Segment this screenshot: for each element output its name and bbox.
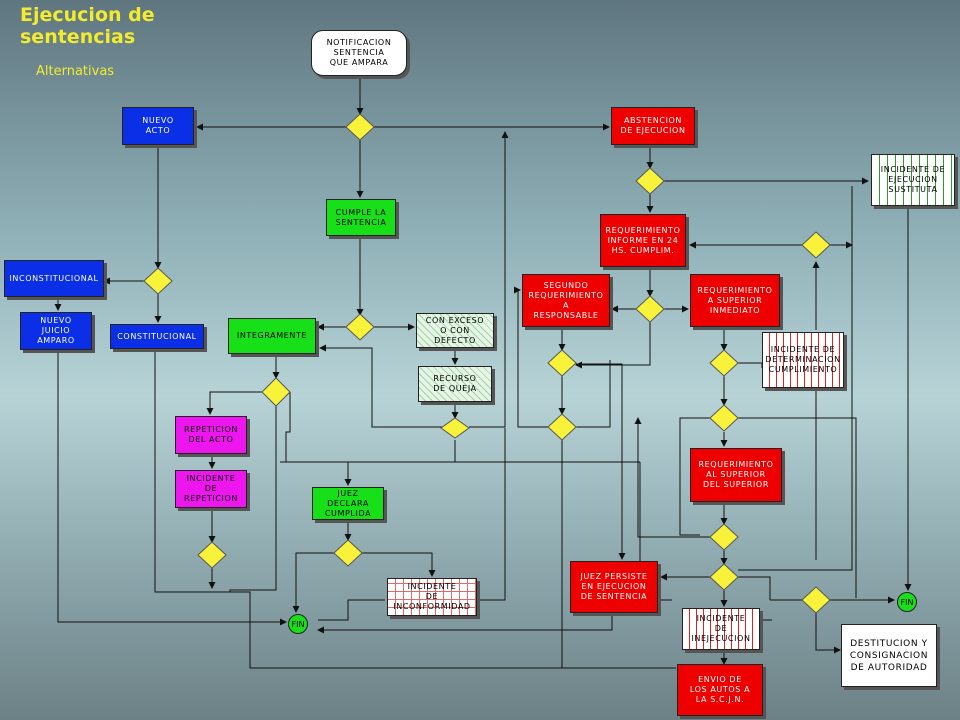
decision-diamond	[547, 349, 577, 377]
decision-diamond	[709, 349, 739, 377]
node-notificacion: NOTIFICACION SENTENCIA QUE AMPARA	[311, 30, 407, 76]
node-segundo-req: SEGUNDO REQUERIMIENTO A RESPONSABLE	[522, 274, 610, 327]
decision-diamond	[709, 523, 739, 551]
node-fin-right: FIN	[897, 592, 917, 612]
decision-diamond	[635, 167, 665, 195]
decision-diamond	[333, 539, 363, 567]
node-incidente-sustituta: INCIDENTE DE EJECUCION SUSTITUTA	[871, 154, 955, 206]
node-juez-persiste: JUEZ PERSISTE EN EJECUCION DE SENTENCIA	[570, 561, 658, 613]
node-req-superior-superior: REQUERIMIENTO AL SUPERIOR DEL SUPERIOR	[690, 448, 782, 502]
decision-diamond	[345, 313, 375, 341]
page-subtitle: Alternativas	[36, 64, 115, 79]
node-envio-autos: ENVIO DE LOS AUTOS A LA S.C.J.N.	[677, 664, 763, 716]
node-juez-declara: JUEZ DECLARA CUMPLIDA	[312, 487, 384, 520]
decision-diamond	[635, 295, 665, 323]
node-req-superior-inmediato: REQUERIMIENTO A SUPERIOR INMEDIATO	[690, 274, 780, 327]
decision-diamond	[547, 413, 577, 441]
node-repeticion-acto: REPETICION DEL ACTO	[175, 416, 247, 454]
page-title: Ejecucion de sentencias	[20, 4, 155, 48]
node-fin-left: FIN	[288, 614, 308, 634]
connector-lines	[54, 78, 912, 669]
decision-diamond	[709, 563, 739, 591]
node-integramente: INTEGRAMENTE	[228, 318, 316, 354]
node-constitucional: CONSTITUCIONAL	[110, 324, 204, 349]
decision-diamond	[143, 267, 173, 295]
decision-diamond	[197, 541, 227, 569]
decision-diamond	[440, 417, 470, 439]
decision-diamonds	[143, 113, 831, 614]
node-cumple: CUMPLE LA SENTENCIA	[326, 199, 396, 236]
decision-diamond	[801, 586, 831, 614]
node-nuevo-acto: NUEVO ACTO	[122, 107, 194, 145]
decision-diamond	[345, 113, 375, 141]
node-nuevo-juicio: NUEVO JUICIO AMPARO	[20, 312, 92, 350]
decision-diamond	[801, 231, 831, 259]
node-con-exceso: CON EXCESO O CON DEFECTO	[416, 313, 494, 348]
node-incidente-inconformidad: INCIDENTE DE INCONFORMIDAD	[387, 578, 477, 616]
node-incidente-inejecucion: INCIDENTE DE INEJECUCION	[682, 608, 760, 650]
node-destitucion: DESTITUCION Y CONSIGNACION DE AUTORIDAD	[841, 624, 937, 687]
decision-diamond	[709, 404, 739, 432]
decision-diamond	[261, 377, 291, 407]
node-incidente-repeticion: INCIDENTE DE REPETICION	[175, 470, 247, 508]
node-recurso-queja: RECURSO DE QUEJA	[418, 366, 492, 402]
node-requerimiento-informe: REQUERIMIENTO INFORME EN 24 HS. CUMPLIM.	[600, 214, 686, 267]
node-inconstitucional: INCONSTITUCIONAL	[4, 260, 104, 297]
node-abstencion: ABSTENCION DE EJECUCION	[611, 107, 695, 145]
node-incidente-determinacion: INCIDENTE DE DETERMINACION CUMPLIMIENTO	[762, 332, 844, 388]
